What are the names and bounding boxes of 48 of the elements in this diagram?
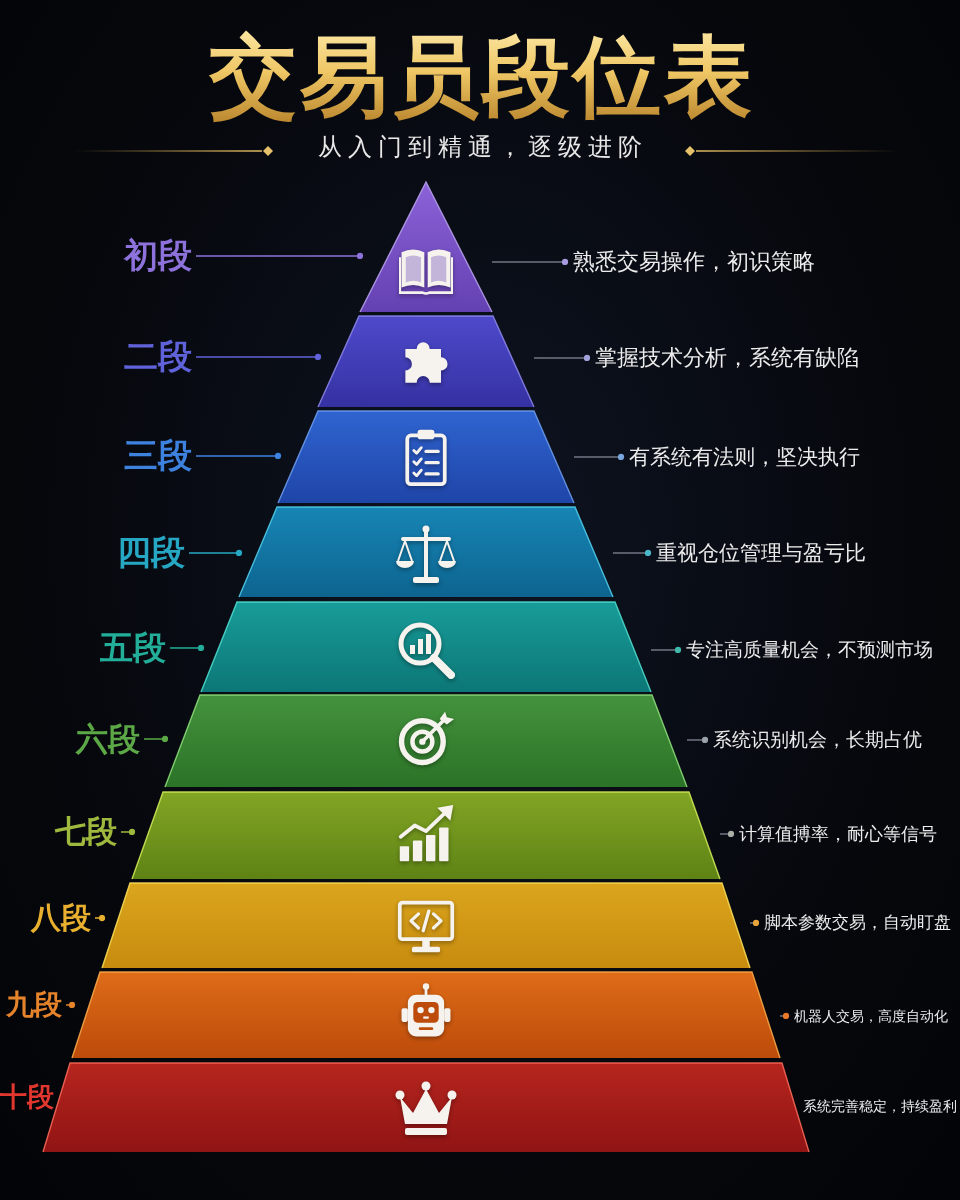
leader-line bbox=[65, 1001, 76, 1009]
leader-line bbox=[573, 453, 625, 461]
leader-line bbox=[195, 452, 282, 460]
rank-label: 六段 bbox=[76, 720, 144, 758]
leader-line bbox=[491, 258, 569, 266]
leader-line bbox=[749, 919, 760, 927]
pyramid-tier bbox=[318, 316, 534, 407]
pyramid-tier bbox=[239, 507, 613, 597]
leader-line bbox=[650, 646, 682, 654]
rank-label: 九段 bbox=[6, 988, 66, 1022]
rank-label: 五段 bbox=[100, 629, 170, 667]
leader-line bbox=[719, 830, 735, 838]
description-text: 系统识别机会，长期占优 bbox=[705, 729, 922, 751]
rank-label: 三段 bbox=[124, 436, 196, 476]
description-text: 计算值搏率，耐心等信号 bbox=[731, 823, 937, 845]
leader-line bbox=[686, 736, 709, 744]
description-text: 熟悉交易操作，初识策略 bbox=[565, 249, 815, 275]
rank-label: 四段 bbox=[117, 533, 189, 573]
description-text: 机器人交易，高度自动化 bbox=[786, 1007, 948, 1025]
leader-line bbox=[779, 1012, 790, 1020]
rank-label: 二段 bbox=[124, 337, 196, 377]
leader-line bbox=[188, 549, 243, 557]
description-text: 有系统有法则，坚决执行 bbox=[621, 444, 860, 470]
description-text: 脚本参数交易，自动盯盘 bbox=[756, 913, 951, 933]
rank-label: 八段 bbox=[31, 900, 95, 936]
pyramid-tier bbox=[360, 182, 492, 312]
leader-line bbox=[533, 354, 591, 362]
pyramid-tier bbox=[278, 411, 574, 503]
leader-line bbox=[195, 252, 364, 260]
leader-line bbox=[169, 644, 205, 652]
leader-line bbox=[612, 549, 652, 557]
description-text: 掌握技术分析，系统有缺陷 bbox=[587, 345, 859, 371]
leader-line bbox=[120, 828, 136, 836]
rank-label: 七段 bbox=[55, 814, 121, 850]
leader-line bbox=[143, 735, 169, 743]
description-text: 系统完善稳定，持续盈利 bbox=[803, 1099, 957, 1115]
pyramid-tier bbox=[201, 602, 651, 692]
pyramid-tier bbox=[165, 695, 687, 787]
pyramid-tier bbox=[102, 883, 750, 968]
description-text: 重视仓位管理与盈亏比 bbox=[648, 540, 866, 566]
subtitle: 从入门到精通，逐级进阶 bbox=[317, 134, 648, 162]
rank-label: 十段 bbox=[0, 1081, 54, 1113]
pyramid-tier bbox=[132, 792, 720, 879]
leader-line bbox=[195, 353, 322, 361]
leader-line bbox=[94, 914, 106, 922]
pyramid-tier bbox=[72, 972, 780, 1058]
description-text: 专注高质量机会，不预测市场 bbox=[678, 639, 933, 661]
rank-label: 初段 bbox=[124, 236, 196, 276]
